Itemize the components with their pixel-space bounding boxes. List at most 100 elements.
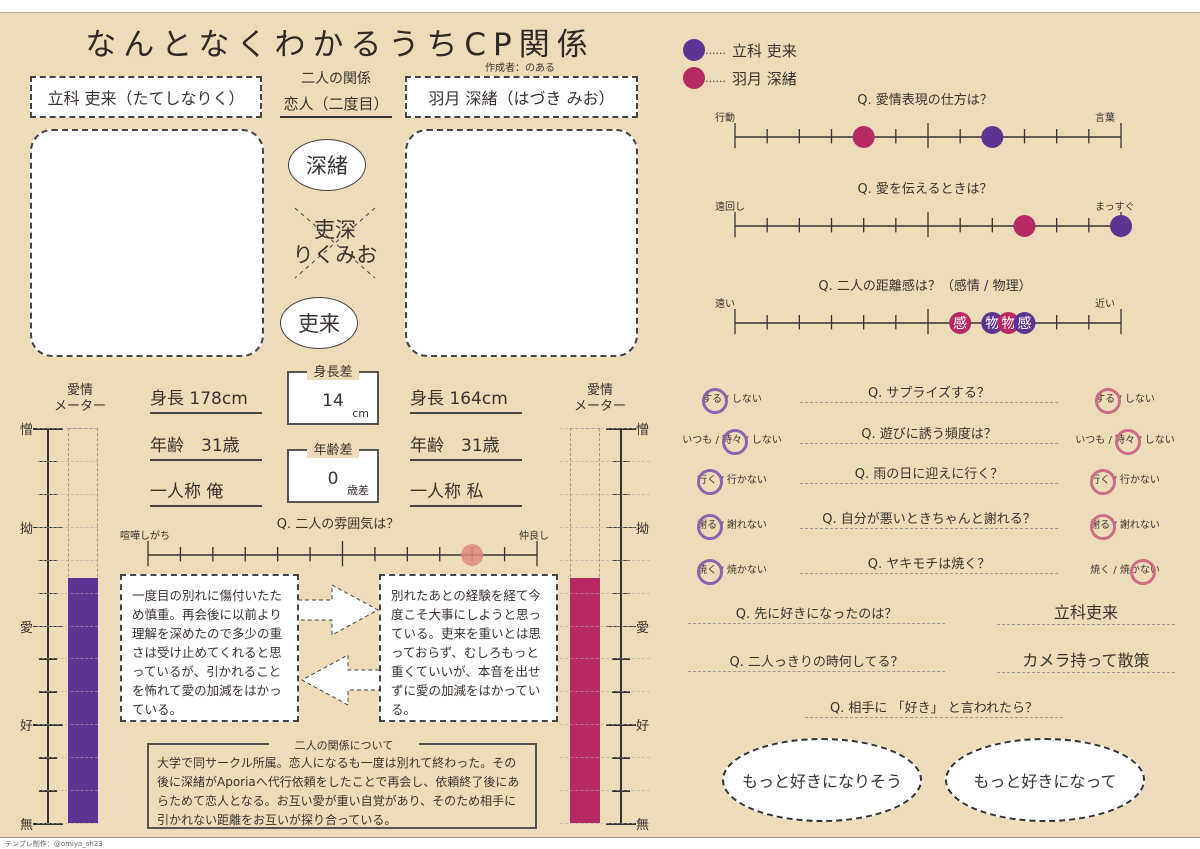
meter-level-label: 無: [636, 818, 650, 833]
cross-decoration: [294, 207, 376, 279]
pair-name-kanji: 吏深: [314, 218, 356, 242]
char2-choice: 行く / 行かない: [1055, 468, 1195, 495]
char1-choice: 焼く / 焼かない: [662, 558, 802, 585]
char1-choice: 行く / 行かない: [662, 468, 802, 495]
choice-option[interactable]: 謝れない: [1119, 520, 1160, 531]
scale-right-label: 言葉: [1095, 113, 1115, 124]
char1-choice: 謝る / 謝れない: [662, 513, 802, 540]
meter-gridline: [37, 493, 98, 495]
choice-option[interactable]: 謝れない: [726, 520, 767, 531]
arrows-decoration: [297, 584, 383, 706]
pair-name-kana: りくみお: [292, 243, 378, 267]
meter-level-label: 拗: [636, 521, 650, 537]
height-diff-unit: cm: [352, 407, 369, 420]
choice-question: Q. 遊びに誘う頻度は？: [800, 423, 1058, 444]
char1-name-box: 立科 吏来（たてしなりく）: [30, 76, 262, 118]
char2-portrait: [405, 129, 638, 357]
qa-answer: カメラ持って散策: [997, 647, 1175, 673]
char1-pronoun: 一人称 俺: [150, 477, 262, 507]
meter-gridline: [560, 592, 650, 594]
choice-option[interactable]: 焼かない: [726, 565, 767, 576]
meter-title-line2: メーター: [53, 399, 106, 414]
legend-dots: ......: [705, 71, 726, 85]
pink-dot-icon: [683, 67, 705, 89]
marker-label: 感: [1018, 315, 1032, 332]
char1-age: 年齢 31歳: [150, 431, 262, 461]
marker-label: 感: [953, 315, 967, 332]
meter-level-label: 拗: [20, 521, 34, 537]
mood-right-label: 仲良し: [519, 531, 549, 542]
char2-marker: [997, 312, 1020, 334]
meter-gridline: [37, 658, 98, 660]
mood-question: Q. 二人の雰囲気は？: [276, 517, 400, 532]
choice-option[interactable]: する: [702, 387, 729, 414]
choice-option[interactable]: 行かない: [726, 475, 767, 486]
choice-option[interactable]: 時々: [722, 428, 748, 455]
legend-item-char1: ...... 立科 吏来: [683, 36, 797, 64]
choice-option[interactable]: しない: [751, 435, 782, 446]
scale-question: Q. 愛を伝えるときは？: [857, 182, 993, 197]
choice-option[interactable]: 謝る: [697, 513, 724, 540]
relation-label: 二人の関係: [301, 71, 371, 87]
char2-choice: いつも / 時々 / しない: [1055, 428, 1195, 455]
char1-marker: [1110, 215, 1132, 237]
author-credit: 作成者：のある: [485, 63, 555, 74]
character-sheet: なんとなくわかるうちCP関係 作成者：のある 立科 吏来（たてしなりく） 二人の…: [0, 12, 1200, 838]
meter-level-label: 愛: [20, 620, 34, 636]
meter-gridline: [560, 823, 650, 824]
footer-credit: テンプレ制作：@omiya_sh23: [5, 840, 103, 848]
char1-suki-bubble: もっと好きになりそう: [722, 738, 922, 822]
age-diff-label: 年齢差: [307, 439, 359, 458]
char2-choice: する / しない: [1055, 387, 1195, 414]
meter-fill: [68, 578, 98, 823]
choice-question: Q. 雨の日に迎えに行く？: [800, 463, 1058, 484]
sheet-title: なんとなくわかるうちCP関係: [85, 27, 595, 63]
char1-marker: [981, 312, 1004, 334]
mood-left-label: 喧嘩しがち: [120, 531, 170, 542]
meter-gridline: [560, 460, 650, 462]
age-diff-unit: 歳差: [347, 484, 369, 497]
char2-pronoun: 一人称 私: [410, 477, 522, 507]
meter-gridline: [37, 428, 98, 429]
choice-option[interactable]: 焼く: [1090, 565, 1111, 576]
preference-scale: [734, 212, 1132, 238]
choice-option[interactable]: いつも: [1075, 435, 1106, 446]
height-diff-value: 14: [322, 391, 344, 411]
meter-gridline: [560, 790, 650, 792]
char1-marker: [1013, 312, 1036, 334]
char1-note: 一度目の別れに傷付いたため慎重。再会後に以前より理解を深めたので多少の重さは受け…: [120, 574, 299, 722]
age-diff-value: 0: [327, 469, 339, 489]
char2-marker: [1013, 215, 1036, 237]
preference-scale: 感物物感: [734, 309, 1122, 335]
choice-option[interactable]: しない: [1144, 435, 1175, 446]
meter-gridline: [37, 526, 98, 528]
scale-right-label: 近い: [1095, 299, 1115, 310]
legend-item-char2: ...... 羽月 深緒: [683, 64, 797, 92]
char1-portrait: [30, 129, 264, 357]
choice-option[interactable]: 行く: [697, 468, 724, 495]
choice-option[interactable]: する: [1095, 387, 1122, 414]
about-text: 大学で同サークル所属。恋人になるも一度は別れて終わった。その後に深緒がApori…: [157, 756, 520, 827]
choice-option[interactable]: 行く: [1090, 468, 1117, 495]
legend-dots: ......: [705, 43, 726, 57]
meter-level-label: 無: [20, 818, 34, 833]
meter-gridline: [37, 559, 98, 561]
char2-age: 年齢 31歳: [410, 431, 522, 461]
choice-option[interactable]: 焼く: [697, 558, 724, 585]
choice-option[interactable]: 謝る: [1090, 513, 1117, 540]
choice-option[interactable]: しない: [1124, 394, 1155, 405]
choice-option[interactable]: 行かない: [1119, 475, 1160, 486]
meter-level-label: 好: [20, 719, 34, 735]
meter-gridline: [560, 625, 650, 627]
meter-title: 愛情メーター: [45, 383, 115, 415]
char2-choice: 謝る / 謝れない: [1055, 513, 1195, 540]
choice-option[interactable]: 時々: [1115, 428, 1141, 455]
mood-marker: [461, 544, 484, 566]
meter-level-label: 憎: [20, 423, 34, 438]
height-diff-label: 身長差: [307, 361, 359, 380]
choice-option[interactable]: 焼かない: [1120, 558, 1160, 585]
scale-right-label: まっすぐ: [1095, 202, 1135, 213]
choice-option[interactable]: いつも: [682, 435, 713, 446]
meter-title-line1: 愛情: [66, 383, 93, 398]
choice-option[interactable]: しない: [731, 394, 762, 405]
